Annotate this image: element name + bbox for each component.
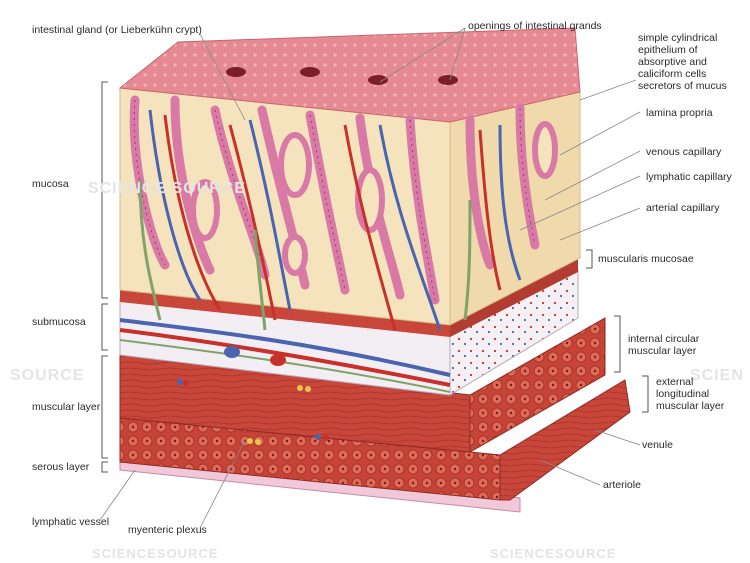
label-openings: openings of intestinal grands (468, 20, 602, 32)
label-serous-layer: serous layer (32, 461, 90, 473)
label-arterial-capillary: arterial capillary (646, 202, 720, 214)
myenteric-plexus-dots (177, 379, 329, 445)
label-intestinal-gland: intestinal gland (or Lieberkühn crypt) (32, 24, 202, 36)
vessel-lumen-vein (224, 346, 240, 358)
venous-capillaries (148, 109, 522, 331)
label-myenteric-plexus: myenteric plexus (128, 524, 207, 536)
label-venous-capillary: venous capillary (646, 146, 722, 158)
watermark-bottom-right: SCIENCESOURCE (490, 546, 617, 561)
crypt-openings (226, 67, 458, 85)
label-mucosa: mucosa (32, 178, 69, 190)
leader-lines (99, 27, 641, 529)
muscularis-mucosae-band (120, 290, 450, 337)
label-lamina-propria: lamina propria (646, 107, 713, 119)
watermark-left: SOURCE (10, 367, 85, 384)
lymphatic-capillaries (138, 179, 472, 331)
label-venule: venule (642, 439, 673, 451)
watermark-bottom-left: SCIENCESOURCE (92, 546, 219, 561)
label-lymphatic-vessel: lymphatic vessel (32, 516, 110, 528)
label-lymphatic-capillary: lymphatic capillary (646, 171, 732, 183)
circular-muscle-side (469, 317, 606, 453)
epithelium-nuclei (133, 99, 536, 301)
watermark-center: SCIENCE SOURCE (88, 180, 247, 197)
label-muscular-layer: muscular layer (32, 401, 101, 413)
label-arteriole: arteriole (603, 479, 641, 491)
crypt-sections (190, 121, 558, 276)
muscularis-mucosae-side (450, 258, 578, 337)
watermark-right: SCIEN (690, 367, 744, 384)
vessel-lumen-artery (270, 354, 286, 366)
label-muscularis-mucosae: muscularis mucosae (598, 253, 694, 265)
label-submucosa: submucosa (32, 316, 86, 328)
submucosa-vessels (119, 318, 451, 393)
layer-brackets (101, 81, 649, 473)
label-internal-circular: internal circular muscular layer (628, 333, 700, 357)
arterial-capillaries (163, 114, 502, 331)
mucosa-top (118, 27, 581, 123)
label-epithelium: simple cylindrical epithelium of absorpt… (638, 32, 727, 92)
label-external-longitudinal: external longitudinal muscular layer (656, 376, 725, 412)
longitudinal-muscle-side (499, 379, 631, 501)
